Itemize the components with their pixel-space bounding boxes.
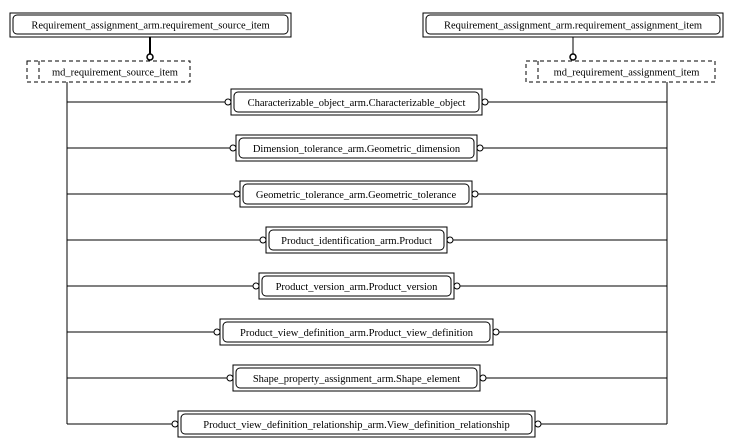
- relationship-end-circle: [534, 420, 542, 428]
- relationship-end-circle: [146, 53, 154, 61]
- entity-box-inner: [261, 275, 452, 297]
- entity-5[interactable]: Product_version_arm.Product_version: [67, 272, 667, 300]
- entity-label: Geometric_tolerance_arm.Geometric_tolera…: [256, 190, 457, 201]
- relationship-end-circle: [252, 282, 260, 290]
- entity-label: Characterizable_object_arm.Characterizab…: [248, 98, 466, 109]
- relationship-end-circle: [233, 190, 241, 198]
- relationship-end-circle: [224, 98, 232, 106]
- relationship-end-circle: [481, 98, 489, 106]
- select-type-md-requirement-source-item[interactable]: md_requirement_source_item: [26, 60, 191, 83]
- entity-1[interactable]: Characterizable_object_arm.Characterizab…: [67, 88, 667, 116]
- entity-label: Requirement_assignment_arm.requirement_a…: [444, 21, 702, 32]
- relationship-end-circle: [229, 144, 237, 152]
- entity-6[interactable]: Product_view_definition_arm.Product_view…: [67, 318, 667, 346]
- relationship-end-circle: [259, 236, 267, 244]
- entity-box-inner: [233, 91, 480, 113]
- relationship-end-circle: [479, 374, 487, 382]
- select-label: md_requirement_source_item: [52, 68, 178, 79]
- relationship-end-circle: [213, 328, 221, 336]
- relationship-end-circle: [171, 420, 179, 428]
- relationship-end-circle: [471, 190, 479, 198]
- entity-label: Requirement_assignment_arm.requirement_s…: [31, 21, 269, 32]
- entity-label: Shape_property_assignment_arm.Shape_elem…: [253, 374, 460, 385]
- entity-label: Product_view_definition_arm.Product_view…: [240, 328, 474, 339]
- entity-box-inner: [238, 137, 475, 159]
- relationship-end-circle: [569, 53, 577, 61]
- relationship-end-circle: [492, 328, 500, 336]
- entity-box-inner: [268, 229, 445, 251]
- select-label: md_requirement_assignment_item: [554, 68, 700, 79]
- entity-4[interactable]: Product_identification_arm.Product: [67, 226, 667, 254]
- entity-label: Product_version_arm.Product_version: [276, 282, 439, 293]
- relationship-end-circle: [476, 144, 484, 152]
- entity-label: Dimension_tolerance_arm.Geometric_dimens…: [253, 144, 461, 155]
- entity-box-inner: [222, 321, 491, 343]
- entity-3[interactable]: Geometric_tolerance_arm.Geometric_tolera…: [67, 180, 667, 208]
- entity-requirement-assignment-item[interactable]: Requirement_assignment_arm.requirement_a…: [422, 12, 724, 38]
- relationship-end-circle: [226, 374, 234, 382]
- entity-requirement-source-item[interactable]: Requirement_assignment_arm.requirement_s…: [9, 12, 292, 38]
- entity-2[interactable]: Dimension_tolerance_arm.Geometric_dimens…: [67, 134, 667, 162]
- entity-box-inner: [235, 367, 478, 389]
- relationship-end-circle: [453, 282, 461, 290]
- entity-rows: Characterizable_object_arm.Characterizab…: [67, 88, 667, 438]
- entity-box-inner: [180, 413, 533, 435]
- entity-8[interactable]: Product_view_definition_relationship_arm…: [67, 410, 667, 438]
- select-type-md-requirement-assignment-item[interactable]: md_requirement_assignment_item: [525, 60, 716, 83]
- entity-box-inner: [242, 183, 470, 205]
- relationship-end-circle: [446, 236, 454, 244]
- entity-7[interactable]: Shape_property_assignment_arm.Shape_elem…: [67, 364, 667, 392]
- entity-label: Product_view_definition_relationship_arm…: [203, 420, 509, 431]
- entity-label: Product_identification_arm.Product: [281, 236, 432, 247]
